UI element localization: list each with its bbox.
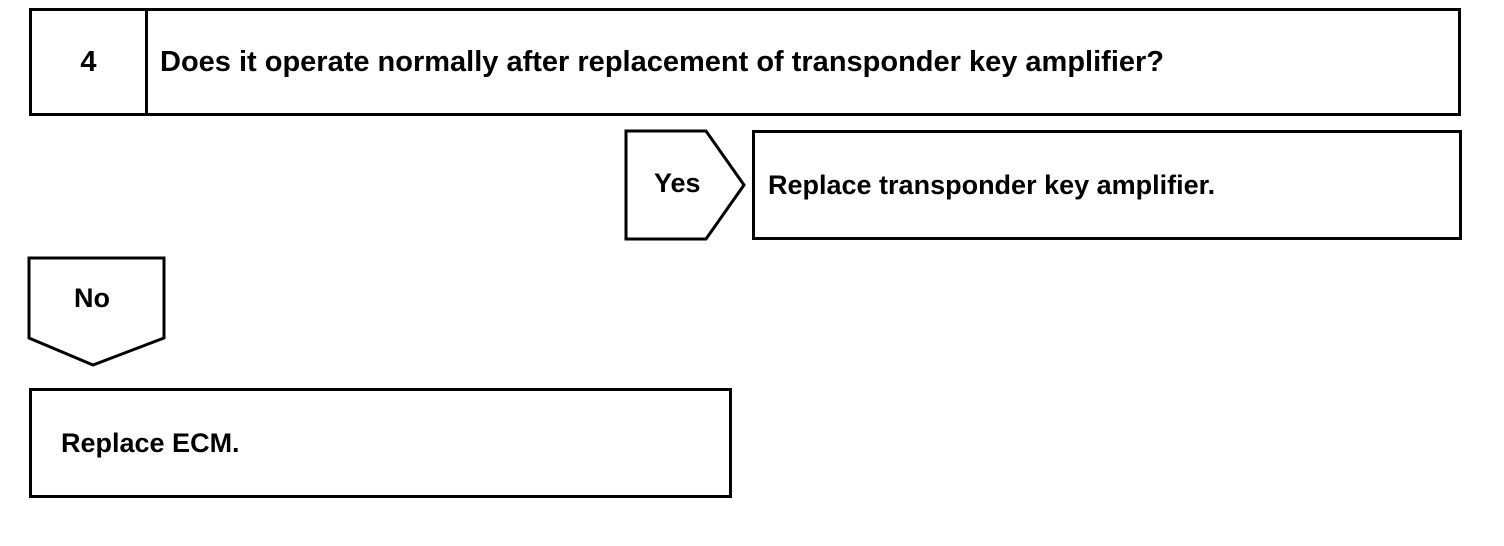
- yes-arrow-icon: [624, 129, 746, 241]
- no-result-box: Replace ECM.: [29, 388, 732, 498]
- yes-result-box: Replace transponder key amplifier.: [752, 130, 1462, 240]
- yes-label: Yes: [654, 168, 701, 198]
- no-arrow-icon: [27, 256, 166, 367]
- step-question: Does it operate normally after replaceme…: [160, 45, 1165, 78]
- no-result-text: Replace ECM.: [61, 427, 240, 458]
- yes-result-text: Replace transponder key amplifier.: [768, 169, 1216, 200]
- step-number: 4: [32, 11, 148, 113]
- step-box: 4 Does it operate normally after replace…: [29, 8, 1461, 116]
- no-label: No: [74, 283, 110, 313]
